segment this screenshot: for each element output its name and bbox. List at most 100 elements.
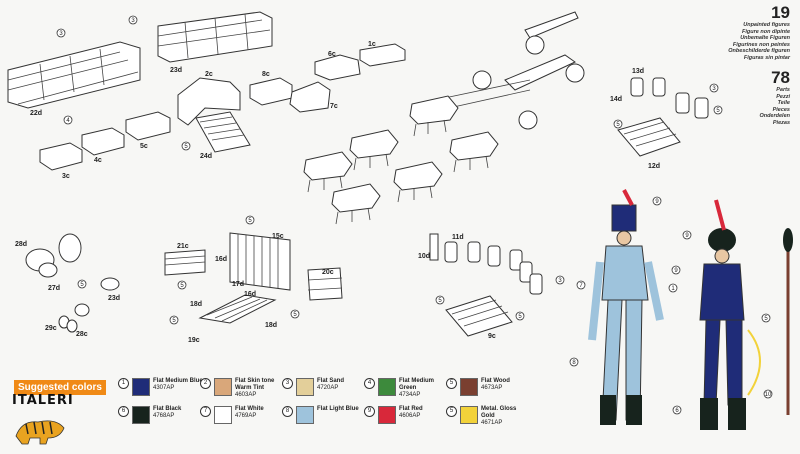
color-number: 7 bbox=[200, 406, 211, 417]
svg-text:5: 5 bbox=[616, 122, 620, 128]
part-label: 5c bbox=[140, 143, 148, 150]
part-label: 11d bbox=[452, 234, 464, 241]
color-code: 4720AP bbox=[317, 385, 339, 391]
color-number: 9 bbox=[364, 406, 375, 417]
color-number: 8 bbox=[282, 406, 293, 417]
part-label: 1c bbox=[368, 41, 376, 48]
color-name: Flat Black bbox=[153, 406, 182, 412]
part-label: 3c bbox=[62, 173, 70, 180]
part-label: 9c bbox=[488, 333, 496, 340]
color-swatch bbox=[378, 406, 396, 424]
lang-line: Unpainted figures bbox=[743, 22, 790, 28]
horse-team bbox=[303, 95, 499, 225]
part-label: 16d bbox=[244, 291, 256, 298]
svg-text:9: 9 bbox=[655, 199, 659, 205]
wall-22d bbox=[7, 41, 141, 109]
part-label: 24d bbox=[200, 153, 212, 160]
color-swatch bbox=[214, 378, 232, 396]
svg-text:3: 3 bbox=[712, 86, 716, 92]
color-name: Flat Wood bbox=[481, 378, 510, 384]
svg-text:5: 5 bbox=[80, 282, 84, 288]
color-code: 4606AP bbox=[399, 413, 421, 419]
svg-text:5: 5 bbox=[518, 314, 522, 320]
callout-markers: 3 3 4 5 3 5 5 5 5 5 5 5 5 3 5 9 9 7 8 9 … bbox=[56, 15, 773, 415]
svg-text:5: 5 bbox=[764, 316, 768, 322]
part-label: 28c bbox=[76, 331, 88, 338]
lang-line: Figure non dipinte bbox=[742, 28, 790, 35]
part-label: 8c bbox=[262, 71, 270, 78]
color-name: Flat Light Blue bbox=[317, 406, 359, 412]
palisade-parts bbox=[164, 232, 343, 324]
color-name: Flat Medium Blue bbox=[153, 378, 203, 384]
part-label: 16d bbox=[215, 256, 227, 263]
svg-text:9: 9 bbox=[674, 268, 678, 274]
lang-line: Pezzi bbox=[776, 93, 790, 100]
color-name: Flat White bbox=[235, 406, 264, 412]
svg-text:9: 9 bbox=[685, 233, 689, 239]
svg-text:5: 5 bbox=[716, 108, 720, 114]
gabion-parts-center bbox=[429, 233, 543, 337]
part-label: 27d bbox=[48, 285, 60, 292]
part-label: 12d bbox=[648, 163, 660, 170]
svg-text:8: 8 bbox=[572, 360, 576, 366]
color-swatch bbox=[214, 406, 232, 424]
svg-text:5: 5 bbox=[172, 318, 176, 324]
color-swatch bbox=[296, 406, 314, 424]
color-swatch bbox=[378, 378, 396, 396]
svg-text:5: 5 bbox=[438, 298, 442, 304]
color-code: 4768AP bbox=[153, 413, 175, 419]
parts-count: 78 bbox=[771, 68, 790, 87]
part-label: 18d bbox=[190, 301, 202, 308]
color-code: 4307AP bbox=[153, 385, 175, 391]
sandbag-parts bbox=[39, 43, 406, 171]
lang-line: Piezas bbox=[772, 119, 790, 126]
wall-23d bbox=[157, 11, 273, 63]
barrels bbox=[25, 233, 120, 333]
color-swatch bbox=[460, 378, 478, 396]
part-label: 20c bbox=[322, 269, 334, 276]
svg-text:3: 3 bbox=[131, 18, 135, 24]
part-label: 19c bbox=[188, 337, 200, 344]
soldier-figure-left bbox=[588, 189, 664, 425]
lang-line: Onbeschilderde figuren bbox=[728, 48, 790, 54]
color-name: Flat Sand bbox=[317, 378, 345, 384]
color-number: 1 bbox=[118, 378, 129, 389]
lang-line: Figurines non peintes bbox=[732, 41, 790, 48]
brand-logo: ITALERI bbox=[12, 393, 74, 408]
color-name: Flat Red bbox=[399, 406, 423, 412]
color-swatch bbox=[132, 378, 150, 396]
svg-text:6: 6 bbox=[675, 408, 679, 414]
part-label: 13d bbox=[632, 68, 644, 75]
lang-line: Figuras sin pintar bbox=[743, 54, 790, 61]
svg-text:4: 4 bbox=[66, 118, 70, 124]
color-number: 3 bbox=[282, 378, 293, 389]
part-labels: 22d 23d 6c 1c 2c 8c 7c 3c 4c 5c 24d 13d … bbox=[15, 41, 660, 344]
svg-text:5: 5 bbox=[180, 283, 184, 289]
color-number: 2 bbox=[200, 378, 211, 389]
color-code: 4769AP bbox=[235, 413, 257, 419]
parts-languages: Parts Pezzi Teile Pieces Onderdelen Piez… bbox=[710, 87, 790, 126]
figures-languages: Unpainted figures Figure non dipinte Unb… bbox=[710, 22, 790, 61]
part-label: 15c bbox=[272, 233, 284, 240]
svg-text:10: 10 bbox=[765, 392, 772, 398]
lang-line: Parts bbox=[776, 87, 790, 93]
soldier-figure-right bbox=[699, 199, 793, 430]
color-swatch bbox=[460, 406, 478, 424]
svg-text:5: 5 bbox=[184, 144, 188, 150]
part-label: 6c bbox=[328, 51, 336, 58]
lang-line: Pieces bbox=[772, 106, 790, 113]
suggested-colors-title: Suggested colors bbox=[14, 380, 106, 395]
part-label: 17d bbox=[232, 281, 244, 288]
lang-line: Onderdelen bbox=[759, 113, 790, 119]
svg-text:5: 5 bbox=[293, 312, 297, 318]
color-name: Flat Medium Green bbox=[399, 378, 435, 391]
color-number: 4 bbox=[364, 378, 375, 389]
